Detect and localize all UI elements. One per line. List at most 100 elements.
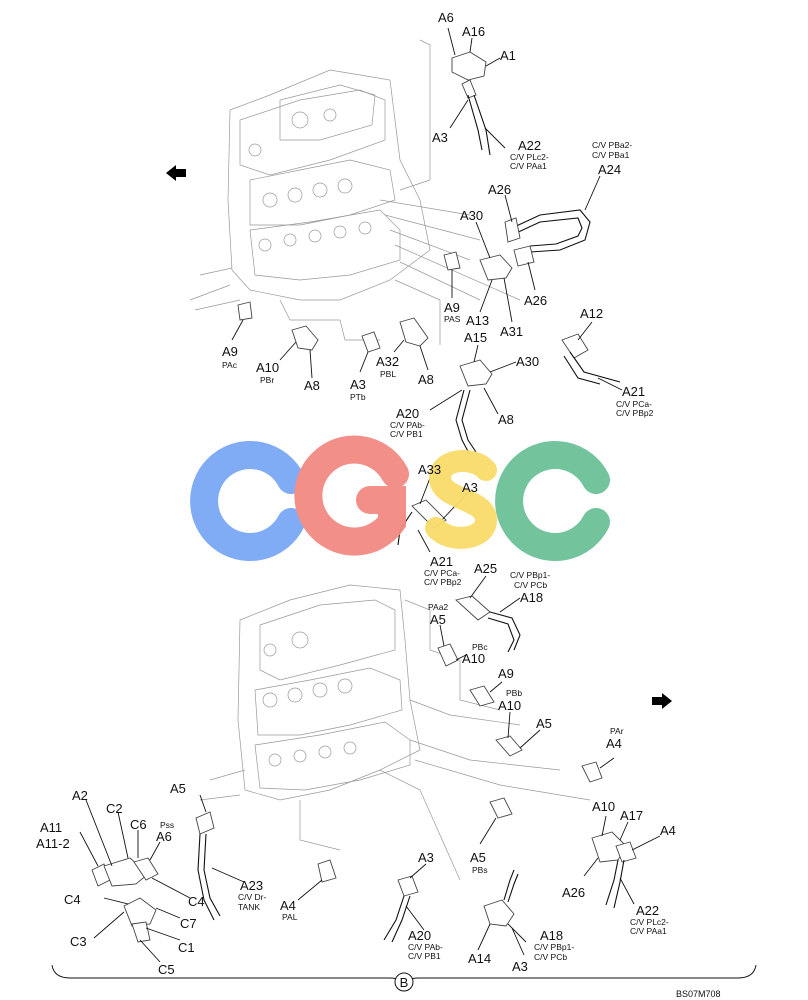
label-a20-low-sub2: C/V PB1 [408,951,441,961]
label-a21-mid-sub2: C/V PBp2 [424,577,462,587]
label-pas: PAS [444,314,461,324]
fitting-a3-ptb [361,331,381,353]
label-pal: PAL [282,912,298,922]
label-a26-b: A26 [524,293,547,308]
hose-a23 [197,833,215,921]
label-pbr: PBr [260,375,274,385]
label-a4-pal: A4 [280,898,296,913]
label-a22-top-sub2: C/V PAa1 [510,161,547,171]
labels-bottom: A33 A3 A21 C/V PCa- C/V PBp2 A25 C/V PBp… [36,462,676,977]
label-a21-top-sub2: C/V PBp2 [616,408,654,418]
label-a22-low: A22 [636,903,659,918]
label-a10-pbb: A10 [498,698,521,713]
fitting-a5-paa2 [437,643,459,667]
label-a30-b: A30 [516,354,539,369]
label-a10-pbc: A10 [462,651,485,666]
label-a18-low: A18 [540,928,563,943]
label-pbs: PBs [472,865,488,875]
fitting-cluster-a2 [79,799,191,963]
label-a5-mid: A5 [536,716,552,731]
fitting-a9-pas [443,251,461,271]
label-c1: C1 [178,940,195,955]
label-a1-top: A1 [500,48,516,63]
label-c4-b: C4 [188,894,205,909]
top-fittings [231,27,623,456]
label-a17: A17 [620,808,643,823]
label-a21-top: A21 [622,384,645,399]
fitting-a26-lower [513,245,535,267]
label-a3-ptb: A3 [350,377,366,392]
label-a5-paa2: A5 [430,612,446,627]
fitting-a25 [455,595,491,621]
fitting-a5-pbs [489,797,513,819]
label-par: PAr [610,726,624,736]
label-a5-pbs: A5 [470,850,486,865]
label-c2: C2 [106,801,123,816]
label-a10-pbr: A10 [256,360,279,375]
label-a18-low-sub1: C/V PBp1- [534,942,574,952]
label-a9-pas: A9 [444,300,460,315]
fitting-cluster-a17 [583,815,661,909]
label-a18-mid: A18 [520,590,543,605]
watermark-letter [425,450,498,549]
label-a8-b: A8 [418,372,434,387]
label-c3: C3 [70,934,87,949]
label-a9-pbb: A9 [498,666,514,681]
label-a8-c: A8 [498,412,514,427]
label-c5: C5 [158,962,175,977]
label-a8-a: A8 [304,378,320,393]
label-a11-2: A11-2 [36,836,70,851]
label-a10-right: A10 [592,799,615,814]
label-a2: A2 [72,788,88,803]
bottom-control-valve [199,584,591,881]
label-a6-pss: A6 [156,829,172,844]
fitting-a3-low [397,875,419,897]
label-a30-a: A30 [460,208,483,223]
hose-a24 [511,209,591,253]
watermark-letter [294,435,409,556]
label-a22-top-sub1: C/V PLc2- [510,152,549,162]
top-control-valve [189,39,521,345]
label-a23: A23 [240,878,263,893]
label-a6-top: A6 [438,10,454,25]
label-pss: Pss [160,820,174,830]
fitting-a32-pbl [399,317,429,347]
fitting-a26-upper [504,217,521,243]
fitting-a4-pal [317,859,337,883]
figure-code: BS07M708 [676,989,721,999]
label-c7: C7 [180,916,197,931]
fitting-a5-left [195,811,215,835]
label-a22-top: A22 [518,138,541,153]
label-a24: A24 [598,162,621,177]
label-a26-a: A26 [488,182,511,197]
label-a24-sub1: C/V PBa2- [592,140,632,150]
label-a11: A11 [40,820,62,835]
label-a3-top: A3 [432,130,448,145]
fitting-a18-a14 [483,899,515,927]
label-a26-right: A26 [562,885,585,900]
label-a31: A31 [500,324,523,339]
label-a14: A14 [468,951,491,966]
label-a21-mid: A21 [430,554,453,569]
watermark-letter [495,441,610,561]
label-a20-top-sub2: C/V PB1 [390,429,423,439]
fitting-a9-pac [237,301,253,321]
label-pbl: PBL [380,369,396,379]
label-a3-bottom: A3 [512,959,528,974]
label-a20-low-sub1: C/V PAb- [408,942,443,952]
label-c4-a: C4 [64,892,81,907]
label-paa2: PAa2 [428,602,448,612]
label-a24-sub2: C/V PBa1 [592,150,630,160]
arrow-right-icon [652,693,672,709]
label-a12: A12 [580,306,603,321]
label-a21-top-sub1: C/V PCa- [616,399,652,409]
hose-a22-top [467,94,483,151]
label-a22-low-sub2: C/V PAa1 [630,926,667,936]
label-a9-pac: A9 [222,344,238,359]
watermark [190,435,610,561]
fitting-a10-pbr [291,325,319,351]
label-a18-mid-sub2: C/V PCb [514,580,547,590]
label-ptb: PTb [350,392,366,402]
label-a21-mid-sub1: C/V PCa- [424,568,460,578]
